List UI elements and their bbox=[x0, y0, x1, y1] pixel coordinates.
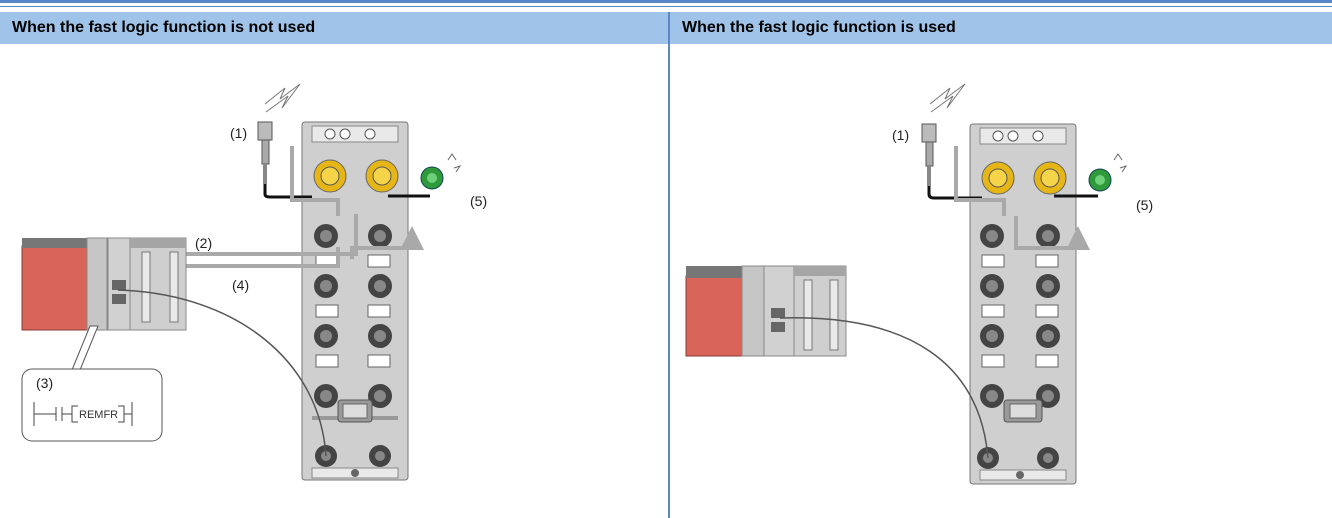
wireless-signal-icon bbox=[929, 83, 966, 113]
ladder-diagram bbox=[33, 402, 133, 426]
network-cable bbox=[779, 317, 989, 459]
network-cable bbox=[117, 289, 327, 457]
label-actuator: (5) bbox=[470, 193, 487, 209]
sensor-icon bbox=[257, 121, 273, 184]
io-module bbox=[969, 123, 1077, 485]
right-diagram: (1) (5) bbox=[685, 83, 1153, 485]
label-ladder: (3) bbox=[36, 375, 53, 391]
left-panel-header: When the fast logic function is not used bbox=[0, 12, 668, 44]
label-cpu-input: (2) bbox=[195, 235, 212, 251]
label-sensor: (1) bbox=[230, 125, 247, 141]
sensor-icon bbox=[921, 123, 937, 186]
ladder-instruction: REMFR bbox=[79, 409, 118, 421]
actuator-icon bbox=[1088, 153, 1128, 192]
left-diagram: (1) bbox=[21, 83, 487, 481]
data-flow-arrows bbox=[954, 146, 1090, 250]
right-panel-header: When the fast logic function is used bbox=[670, 12, 1332, 44]
ladder-callout bbox=[21, 325, 163, 442]
io-module bbox=[301, 121, 409, 481]
panel-divider bbox=[668, 12, 670, 518]
sensor-cable bbox=[263, 184, 312, 199]
label-actuator: (5) bbox=[1136, 197, 1153, 213]
label-sensor: (1) bbox=[892, 127, 909, 143]
label-cpu-output: (4) bbox=[232, 277, 249, 293]
top-rule bbox=[0, 0, 1332, 3]
plc-rack bbox=[685, 265, 847, 357]
plc-rack bbox=[21, 237, 187, 331]
sensor-cable bbox=[927, 186, 982, 200]
top-rule-thin bbox=[0, 6, 1332, 7]
wireless-signal-icon bbox=[264, 83, 301, 113]
actuator-icon bbox=[420, 153, 462, 190]
